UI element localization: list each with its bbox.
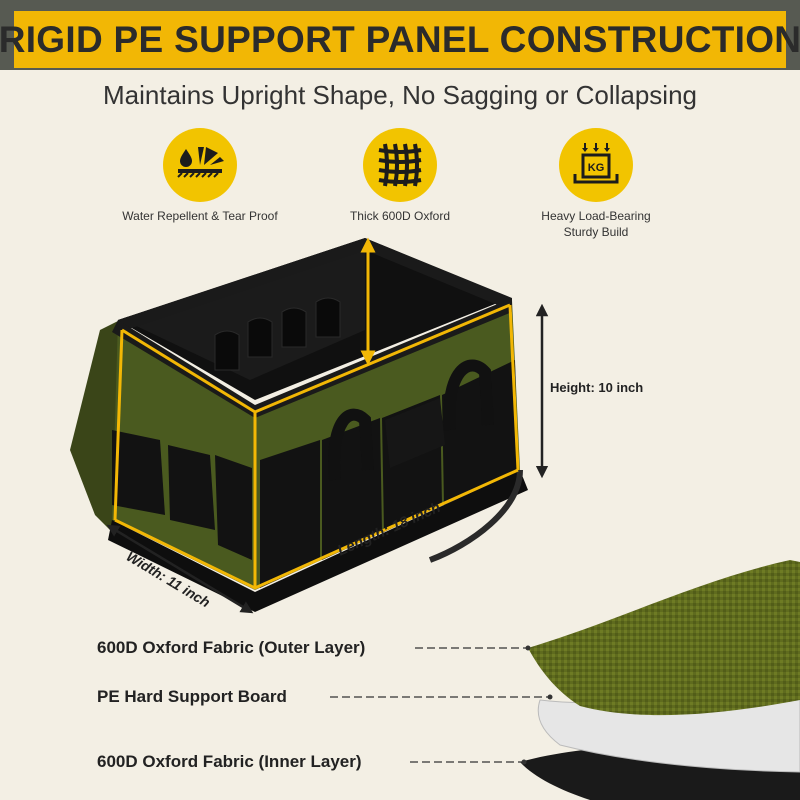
inner-layer-label: 600D Oxford Fabric (Inner Layer) <box>97 752 362 771</box>
kg-text: KG <box>588 162 605 174</box>
length-label: Length: 18 inch <box>335 498 444 560</box>
feature-water-repellent: Water Repellent & Tear Proof <box>100 128 300 224</box>
bag-interior <box>118 238 510 400</box>
page-title: RIGID PE SUPPORT PANEL CONSTRUCTION <box>0 18 800 60</box>
title-banner: RIGID PE SUPPORT PANEL CONSTRUCTION <box>0 0 800 70</box>
feature-label: Heavy Load-Bearing Sturdy Build <box>496 208 696 240</box>
feature-label: Thick 600D Oxford <box>349 209 451 223</box>
outer-layer-label: 600D Oxford Fabric (Outer Layer) <box>97 638 366 657</box>
feature-label-line2: Sturdy Build <box>563 225 629 239</box>
weight-kg-icon: KG <box>559 128 633 202</box>
feature-load-bearing: KG Heavy Load-Bearing Sturdy Build <box>496 128 696 240</box>
page-subtitle: Maintains Upright Shape, No Sagging or C… <box>102 80 697 110</box>
outer-fabric-layer <box>528 560 800 716</box>
pe-board-layer <box>537 674 800 773</box>
feature-label: Water Repellent & Tear Proof <box>122 209 278 223</box>
inner-fabric-layer <box>520 742 800 800</box>
bag-front-panel <box>255 300 520 590</box>
height-label: Height: 10 inch <box>550 380 644 395</box>
bag-flap <box>70 320 125 545</box>
title-strip: RIGID PE SUPPORT PANEL CONSTRUCTION <box>0 11 800 68</box>
width-label: Width: 11 inch <box>123 548 214 611</box>
feature-oxford: Thick 600D Oxford <box>300 128 500 224</box>
pe-board-label: PE Hard Support Board <box>97 687 287 706</box>
fabric-weave-icon <box>363 128 437 202</box>
water-tear-icon <box>163 128 237 202</box>
feature-label-line1: Heavy Load-Bearing <box>541 209 651 223</box>
